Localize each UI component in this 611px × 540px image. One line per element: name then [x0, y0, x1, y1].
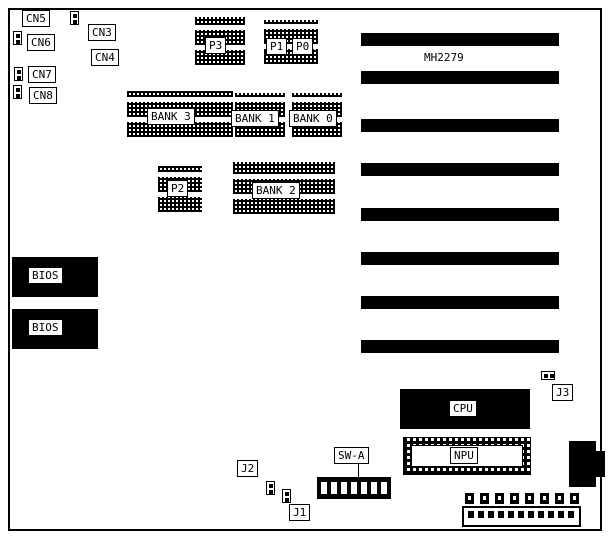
label-bank-3: BANK 3 — [147, 108, 195, 125]
label-j2: J2 — [237, 460, 259, 477]
label-npu: NPU — [450, 447, 478, 464]
dip-switch-slots — [321, 482, 387, 494]
expansion-slot-3 — [361, 119, 559, 132]
expansion-slot-1 — [361, 33, 559, 46]
keyboard-connector-plug — [596, 451, 605, 477]
jumper-icon — [570, 493, 579, 504]
expansion-slot-7 — [361, 296, 559, 309]
label-cn8: CN8 — [29, 87, 57, 104]
j3-connector-icon — [541, 371, 555, 380]
jumper-row — [465, 493, 579, 504]
label-cn4: CN4 — [91, 49, 119, 66]
dip-switch-icon — [317, 477, 391, 499]
label-j3: J3 — [552, 384, 574, 401]
jumper-icon — [510, 493, 519, 504]
sw-a-leader-line — [358, 464, 359, 478]
label-p3: P3 — [205, 37, 227, 54]
cn6-connector-icon — [13, 31, 22, 45]
keyboard-connector-icon — [569, 441, 596, 487]
expansion-slot-8 — [361, 340, 559, 353]
j2-connector-icon — [266, 481, 275, 495]
label-p0: P0 — [292, 38, 314, 55]
label-cn7: CN7 — [28, 66, 56, 83]
expansion-slot-5 — [361, 208, 559, 221]
jumper-icon — [555, 493, 564, 504]
part-number-text: MH2279 — [424, 51, 464, 64]
jumper-icon — [540, 493, 549, 504]
label-bank-1: BANK 1 — [231, 110, 279, 127]
cn8-connector-icon — [13, 85, 22, 99]
label-bios-bottom: BIOS — [28, 319, 63, 336]
cn5-connector-icon — [70, 11, 79, 25]
expansion-slot-6 — [361, 252, 559, 265]
label-j1: J1 — [289, 504, 311, 521]
label-p1: P1 — [266, 38, 288, 55]
cn7-connector-icon — [14, 67, 23, 81]
expansion-slot-4 — [361, 163, 559, 176]
jumper-icon — [480, 493, 489, 504]
j1-connector-icon — [282, 489, 291, 503]
label-cpu: CPU — [449, 400, 477, 417]
label-bank-0: BANK 0 — [289, 110, 337, 127]
label-cn6: CN6 — [27, 34, 55, 51]
jumper-icon — [465, 493, 474, 504]
label-cn3: CN3 — [88, 24, 116, 41]
label-sw-a: SW-A — [334, 447, 369, 464]
label-bank-2: BANK 2 — [252, 182, 300, 199]
pin-header-pins — [468, 511, 575, 518]
expansion-slot-2 — [361, 71, 559, 84]
jumper-icon — [525, 493, 534, 504]
jumper-icon — [495, 493, 504, 504]
label-p2: P2 — [167, 180, 189, 197]
label-cn5: CN5 — [22, 10, 50, 27]
board-outline — [8, 8, 602, 531]
label-bios-top: BIOS — [28, 267, 63, 284]
pin-header-icon — [462, 506, 581, 527]
